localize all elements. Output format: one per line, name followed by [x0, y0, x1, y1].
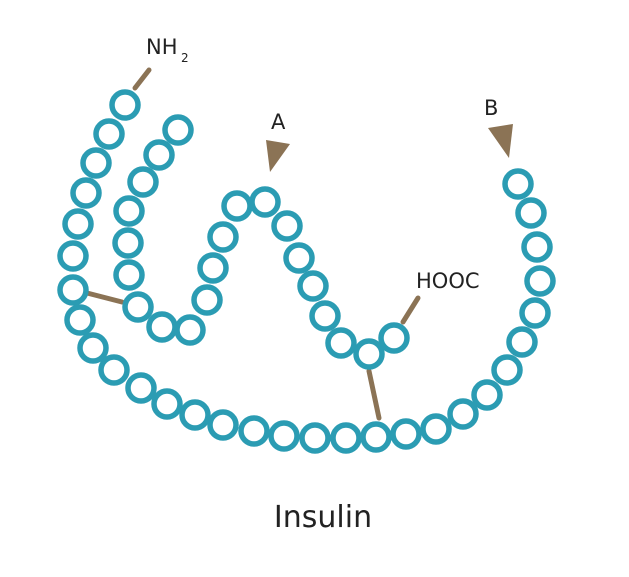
- disulfide-bond-center: [366, 368, 382, 421]
- inner-chain-bead: [197, 252, 229, 284]
- outer-chain-bead: [207, 409, 239, 441]
- inner-chain-bead: [122, 291, 154, 323]
- inner-chain-bead: [271, 210, 303, 242]
- inner-chain-bead: [112, 227, 144, 259]
- inner-chain-bead: [174, 314, 206, 346]
- outer-chain-bead: [77, 332, 109, 364]
- outer-chain-bead: [57, 274, 89, 306]
- inner-chain-bead: [191, 284, 223, 316]
- bonds-layer: [84, 67, 421, 421]
- outer-chain-bead: [268, 420, 300, 452]
- outer-chain-bead: [491, 354, 523, 386]
- outer-chain-bead: [471, 379, 503, 411]
- n-terminus-stub: [132, 67, 152, 91]
- outer-chain-bead: [299, 422, 331, 454]
- label-n-terminus-subscript: 2: [181, 51, 189, 65]
- outer-chain-bead: [521, 231, 553, 263]
- outer-chain-bead: [506, 326, 538, 358]
- outer-chain-bead: [179, 399, 211, 431]
- inner-chain-bead: [249, 186, 281, 218]
- label-n-terminus: NH: [146, 35, 178, 59]
- outer-chain-bead: [62, 208, 94, 240]
- outer-chain-bead: [64, 304, 96, 336]
- outer-chain-bead: [80, 147, 112, 179]
- inner-chain-bead: [353, 338, 385, 370]
- label-chain-b: B: [484, 96, 498, 120]
- arrow-chain-a-icon: [266, 140, 290, 172]
- inner-chain-bead: [207, 221, 239, 253]
- outer-chain-bead: [238, 415, 270, 447]
- arrows-layer: [266, 124, 513, 172]
- outer-chain-bead: [151, 388, 183, 420]
- outer-chain-bead: [93, 118, 125, 150]
- outer-chain-bead: [515, 197, 547, 229]
- inner-chain-bead: [146, 311, 178, 343]
- label-c-terminus: HOOC: [416, 269, 480, 293]
- outer-chain-bead: [109, 89, 141, 121]
- outer-chain-bead: [524, 265, 556, 297]
- inner-chain-bead: [113, 259, 145, 291]
- c-terminus-stub: [400, 295, 421, 325]
- outer-chain-bead: [98, 354, 130, 386]
- diagram-caption: Insulin: [274, 500, 372, 535]
- outer-chain-bead: [57, 240, 89, 272]
- inner-chain-bead: [113, 195, 145, 227]
- outer-chain-bead: [502, 168, 534, 200]
- outer-chain-bead: [420, 413, 452, 445]
- inner-chain-bead: [378, 322, 410, 354]
- outer-chain-bead: [390, 418, 422, 450]
- inner-chain-bead: [325, 327, 357, 359]
- label-chain-a: A: [271, 110, 286, 134]
- beads-layer: [57, 89, 556, 454]
- inner-chain-bead: [127, 166, 159, 198]
- inner-chain-bead: [283, 242, 315, 274]
- outer-chain-bead: [330, 422, 362, 454]
- outer-chain-bead: [125, 372, 157, 404]
- outer-chain-bead: [447, 398, 479, 430]
- outer-chain-bead: [70, 177, 102, 209]
- inner-chain-bead: [162, 114, 194, 146]
- inner-chain-bead: [297, 270, 329, 302]
- inner-chain-bead: [143, 139, 175, 171]
- inner-chain-bead: [221, 190, 253, 222]
- outer-chain-bead: [519, 297, 551, 329]
- disulfide-bond-left: [84, 290, 125, 305]
- arrow-chain-b-icon: [488, 124, 513, 158]
- inner-chain-bead: [309, 300, 341, 332]
- outer-chain-bead: [360, 421, 392, 453]
